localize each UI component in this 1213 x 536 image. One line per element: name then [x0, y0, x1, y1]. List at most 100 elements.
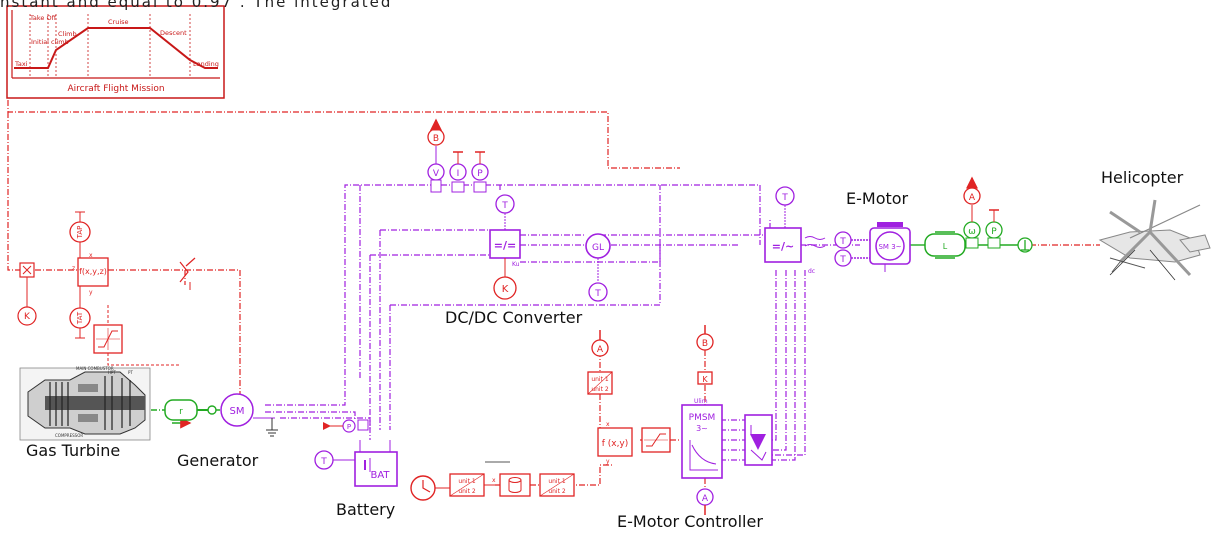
dq-transform-block	[744, 414, 773, 466]
svg-text:f(x,y,z): f(x,y,z)	[79, 267, 107, 276]
b-sensor-top: B	[427, 118, 445, 146]
svg-text:x: x	[606, 421, 610, 428]
phase-cruise: Cruise	[108, 18, 129, 26]
svg-text:SM: SM	[230, 406, 245, 417]
svg-text:BAT: BAT	[370, 470, 390, 481]
gas-turbine-schematic: COMPRESSOR MAIN COMBUSTOR HPT PT	[19, 366, 151, 441]
current-sensor: I	[449, 151, 467, 193]
svg-text:Ulim: Ulim	[694, 398, 708, 405]
motor-temp-sensor-1: T	[834, 231, 870, 249]
svg-text:unit 2: unit 2	[591, 386, 609, 393]
tap-sensor: TAP	[69, 211, 91, 260]
phase-initial-climb: Initial climb	[31, 38, 69, 46]
dcdc-temp-sensor-top: T	[495, 194, 515, 230]
svg-text:A: A	[702, 494, 709, 504]
gt-label-hpt: HPT	[108, 370, 116, 375]
inverter-temp-sensor: T	[775, 186, 795, 228]
battery-temperature-sensor: T	[314, 450, 355, 470]
svg-text:3~: 3~	[696, 424, 708, 433]
inverter-block: =/~ dc	[764, 227, 826, 275]
gt-label-combustor: MAIN COMBUSTOR	[76, 366, 114, 371]
power-sensor-top: P	[471, 151, 489, 193]
constant-k-left: K	[17, 277, 37, 326]
svg-text:T: T	[839, 255, 846, 265]
b-sensor-controller: B	[696, 325, 714, 351]
phase-descent: Descent	[160, 29, 187, 37]
phase-takeoff: Take Off	[29, 14, 57, 22]
caption-gas-turbine: Gas Turbine	[26, 441, 121, 460]
helicopter-illustration	[1098, 199, 1211, 281]
motor-temp-sensor-2: T	[834, 249, 870, 267]
svg-text:T: T	[781, 193, 788, 203]
svg-text:x: x	[492, 477, 496, 484]
svg-text:TAT: TAT	[76, 311, 84, 325]
svg-text:=/=: =/=	[494, 239, 516, 252]
a-sensor-controller: A	[591, 330, 609, 357]
svg-text:ω: ω	[968, 227, 976, 237]
svg-text:A: A	[597, 345, 604, 355]
a-sensor-top: A	[963, 176, 981, 205]
svg-text:y: y	[606, 458, 610, 465]
unit-converter-2: unit 1 unit 2	[449, 473, 485, 497]
svg-text:L: L	[943, 242, 948, 251]
caption-battery: Battery	[336, 500, 396, 519]
red-signal-lines	[7, 100, 1100, 495]
fxyz-block: f(x,y,z) x y z	[72, 252, 109, 296]
phase-landing: Landing	[193, 60, 219, 68]
table-lookup-block: x	[484, 461, 531, 497]
svg-text:Ku: Ku	[512, 261, 520, 268]
svg-text:T: T	[501, 201, 508, 211]
fxy-block: f (x,y) x y	[597, 421, 633, 465]
svg-text:K: K	[702, 375, 708, 384]
multiplier-block	[19, 262, 35, 278]
a-sensor-bottom: A	[696, 488, 714, 515]
svg-text:GL: GL	[592, 243, 604, 253]
limiter-controller	[641, 427, 671, 453]
gl-temp-sensor: T	[588, 282, 608, 302]
svg-text:unit 2: unit 2	[458, 488, 476, 495]
k-gain-controller: K	[697, 371, 713, 385]
svg-text:P: P	[347, 423, 351, 431]
battery-power-sensor: P	[323, 419, 369, 433]
caption-generator: Generator	[177, 451, 259, 470]
caption-e-motor-controller: E-Motor Controller	[617, 512, 763, 531]
svg-text:B: B	[702, 339, 708, 349]
svg-text:unit 1: unit 1	[458, 478, 476, 485]
caption-helicopter: Helicopter	[1101, 168, 1184, 187]
svg-text:V: V	[433, 169, 440, 179]
svg-text:dc: dc	[808, 268, 815, 275]
gt-label-compressor: COMPRESSOR	[55, 433, 83, 438]
svg-text:B: B	[433, 134, 439, 144]
tat-sensor: TAT	[69, 286, 91, 339]
svg-text:SM 3~: SM 3~	[878, 243, 901, 251]
battery-block: BAT	[354, 440, 398, 487]
label-y: y	[89, 289, 93, 296]
voltage-sensor: V	[427, 146, 445, 193]
inertia-l-block: L	[924, 233, 966, 257]
label-x: x	[89, 252, 93, 259]
limiter-block	[93, 305, 180, 366]
generator-sm: SM	[220, 393, 278, 437]
svg-text:T: T	[594, 289, 601, 299]
unit-converter-1: unit 1 unit 2	[587, 371, 613, 395]
label-z: z	[72, 265, 75, 272]
unit-converter-3: unit 1 unit 2	[539, 473, 575, 497]
svg-text:r: r	[179, 407, 183, 417]
dcdc-k-constant: K	[493, 258, 517, 300]
gl-load-block: GL	[585, 233, 611, 282]
generator-shaft: r	[164, 399, 217, 421]
speed-sensor: ω	[963, 205, 981, 249]
svg-text:unit 1: unit 1	[548, 478, 566, 485]
svg-text:K: K	[24, 312, 31, 322]
svg-text:PMSM: PMSM	[689, 413, 716, 423]
phase-climb: Climb	[58, 30, 77, 38]
svg-text:T: T	[320, 457, 327, 467]
svg-text:I: I	[457, 169, 460, 179]
torque-source	[1017, 237, 1033, 253]
caption-dcdc-converter: DC/DC Converter	[445, 308, 583, 327]
caption-e-motor: E-Motor	[846, 189, 909, 208]
svg-text:f (x,y): f (x,y)	[602, 439, 629, 449]
pmsm-controller-block: PMSM 3~ Ulim	[681, 398, 723, 479]
